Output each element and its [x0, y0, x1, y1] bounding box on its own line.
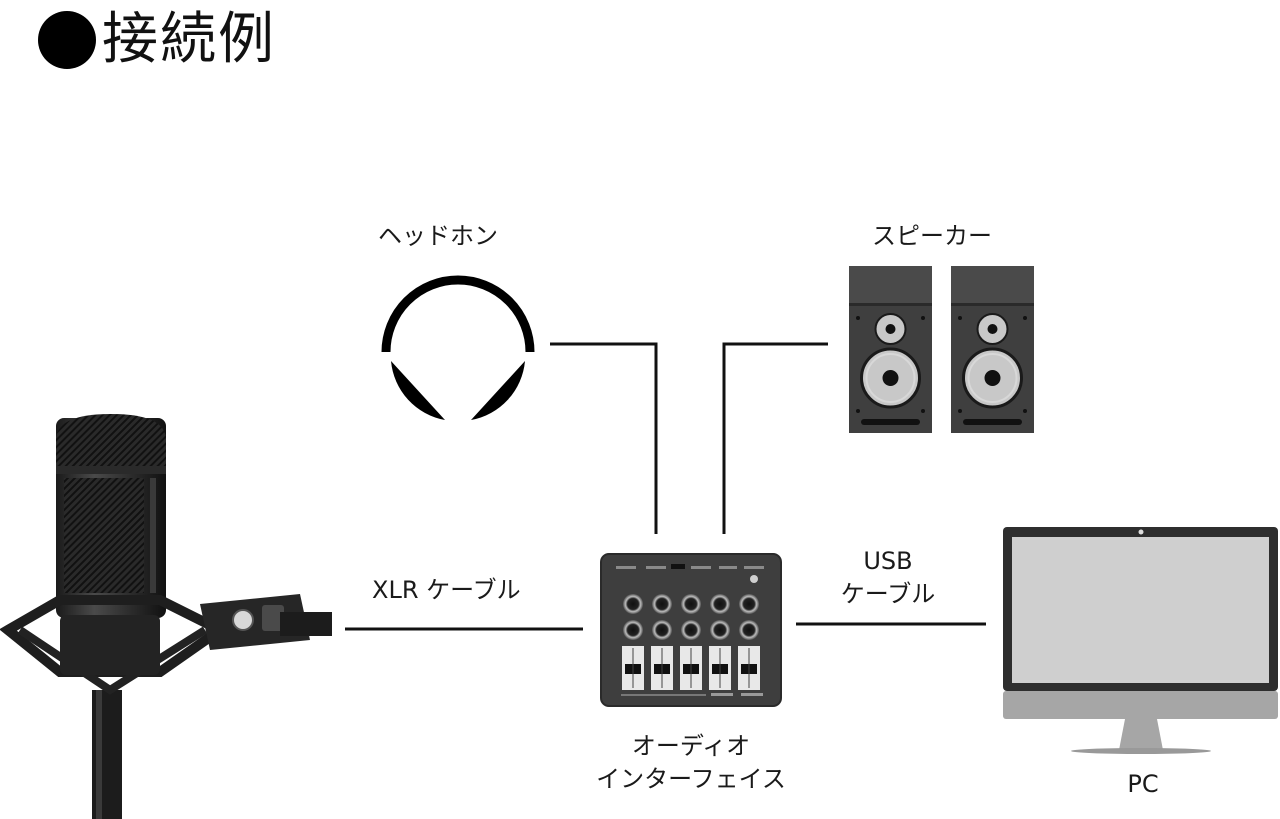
cable-lines — [345, 342, 986, 631]
usb-cable-label-line2: ケーブル — [840, 580, 936, 608]
interface-label-line2: インターフェイス — [596, 765, 786, 793]
speakers-label: スピーカー — [872, 222, 992, 250]
monitor-icon — [1003, 527, 1278, 754]
usb-cable-label: USB ケーブル — [832, 545, 944, 611]
title-text: 接続例 — [102, 7, 276, 72]
headphones-cable — [550, 342, 658, 534]
audio-interface-icon — [600, 553, 782, 707]
speaker-icon — [951, 266, 1034, 433]
speaker-right — [951, 266, 1034, 433]
speakers-cable — [722, 342, 828, 534]
title-bullet-icon — [38, 11, 96, 69]
pc-label: PC — [1127, 770, 1159, 798]
speaker-left — [849, 266, 932, 433]
headphones-icon — [381, 275, 535, 420]
xlr-cable-label: XLR ケーブル — [372, 576, 521, 604]
usb-cable-label-line1: USB — [863, 547, 913, 575]
interface-label-line1: オーディオ — [631, 732, 751, 760]
headphones-label: ヘッドホン — [378, 222, 498, 250]
condenser-microphone-icon — [0, 414, 332, 819]
page-title: 接続例 — [38, 0, 276, 80]
interface-label: オーディオ インターフェイス — [580, 730, 802, 796]
speaker-icon — [849, 266, 932, 433]
